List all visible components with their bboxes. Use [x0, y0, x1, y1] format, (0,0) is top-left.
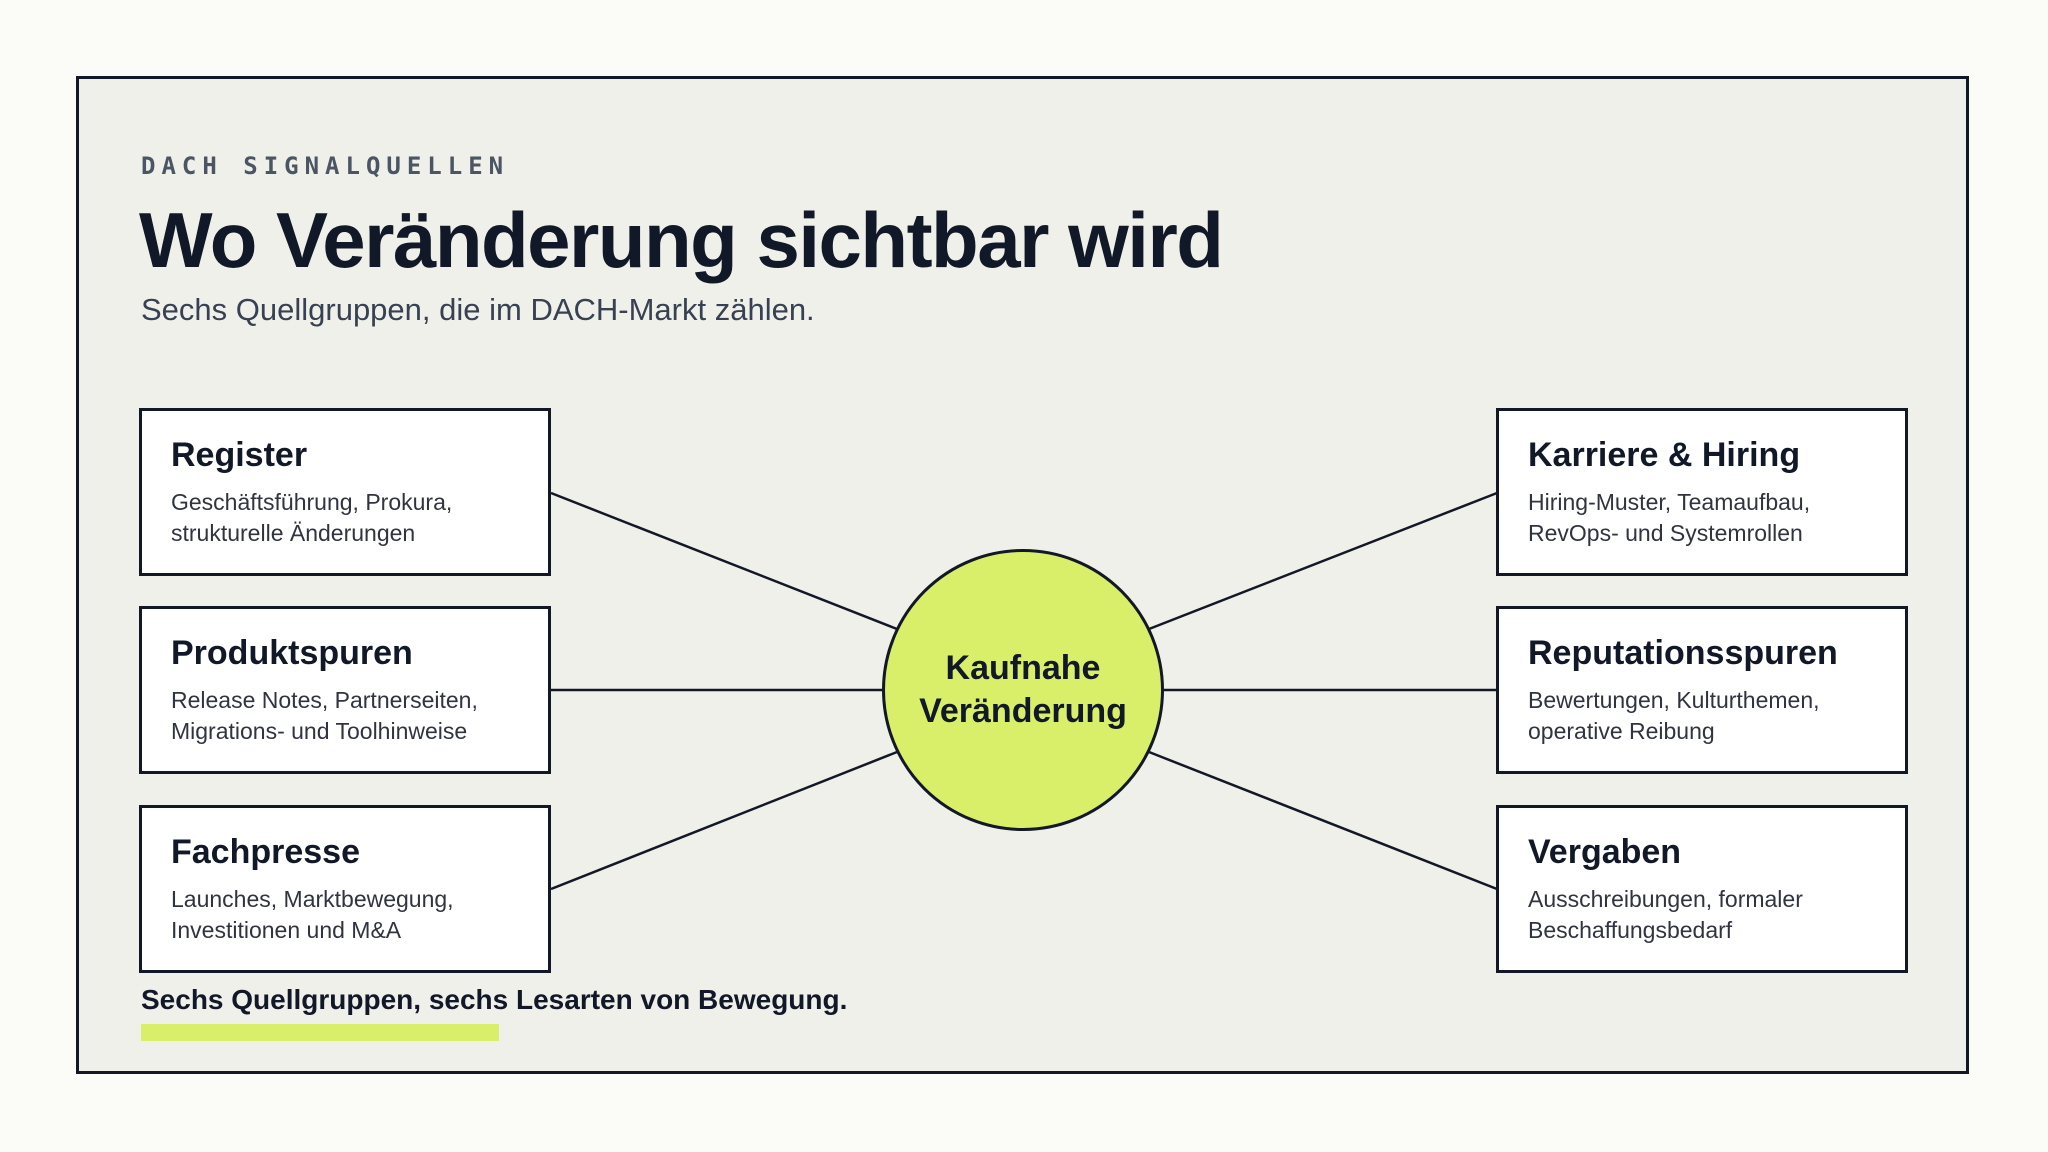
source-card-title: Reputationsspuren: [1528, 634, 1838, 672]
footer-caption: Sechs Quellgruppen, sechs Lesarten von B…: [141, 984, 848, 1015]
connector-fachpresse: [550, 750, 898, 891]
source-card-description: Geschäftsführung, Prokura, strukturelle …: [171, 489, 453, 546]
source-card-title: Fachpresse: [171, 833, 360, 871]
source-card-reputationsspuren: Reputationsspuren Bewertungen, Kulturthe…: [1496, 606, 1908, 774]
source-card-fachpresse: Fachpresse Launches, Marktbewegung, Inve…: [139, 805, 551, 973]
source-card-produktspuren: Produktspuren Release Notes, Partnerseit…: [139, 606, 551, 774]
eyebrow-label: DACH SIGNALQUELLEN: [141, 152, 510, 180]
hub-circle: Kaufnahe Veränderung: [882, 549, 1164, 831]
connector-register: [550, 491, 898, 631]
hub-label: Kaufnahe Veränderung: [919, 649, 1127, 730]
footer-accent-bar: [141, 1024, 499, 1041]
source-card-description: Ausschreibungen, formaler Beschaffungsbe…: [1528, 886, 1803, 943]
page-subtitle: Sechs Quellgruppen, die im DACH-Markt zä…: [141, 292, 815, 327]
source-card-description: Launches, Marktbewegung, Investitionen u…: [171, 886, 454, 943]
source-card-description: Hiring-Muster, Teamaufbau, RevOps- und S…: [1528, 489, 1811, 546]
source-card-description: Bewertungen, Kulturthemen, operative Rei…: [1528, 687, 1820, 744]
connector-vergaben: [1148, 750, 1498, 891]
connector-karriere-hiring: [1148, 491, 1498, 631]
source-card-register: Register Geschäftsführung, Prokura, stru…: [139, 408, 551, 576]
source-card-karriere-hiring: Karriere & Hiring Hiring-Muster, Teamauf…: [1496, 408, 1908, 576]
source-card-title: Register: [171, 436, 308, 474]
source-card-description: Release Notes, Partnerseiten, Migrations…: [171, 687, 478, 744]
source-card-title: Vergaben: [1528, 833, 1682, 871]
source-card-vergaben: Vergaben Ausschreibungen, formaler Besch…: [1496, 805, 1908, 973]
source-card-title: Produktspuren: [171, 634, 413, 672]
page-title: Wo Veränderung sichtbar wird: [139, 196, 1224, 284]
source-card-title: Karriere & Hiring: [1528, 436, 1801, 474]
